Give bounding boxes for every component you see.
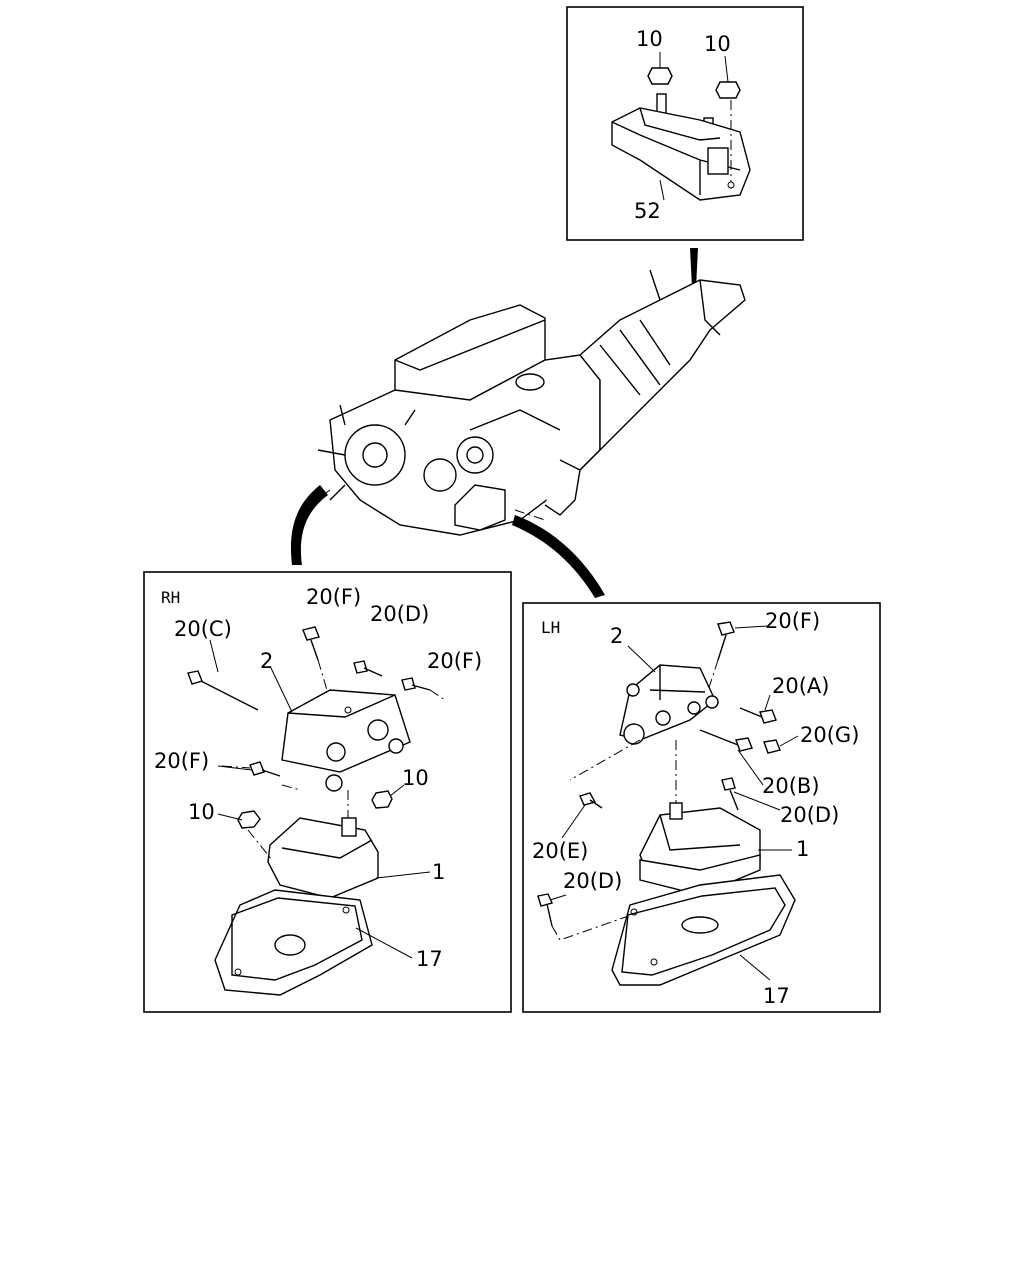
lh-callout-bolt-f: 20(F) bbox=[765, 609, 820, 633]
lh-panel-title: LH bbox=[541, 618, 560, 637]
rh-callout-bolt-c: 20(C) bbox=[174, 617, 232, 641]
lh-parts-drawing bbox=[537, 621, 799, 986]
rear-mount-pointer bbox=[690, 248, 698, 288]
rh-callout-insulator: 1 bbox=[432, 860, 445, 884]
rh-callout-plate: 17 bbox=[416, 947, 443, 971]
rh-callout-bolt-f-top: 20(F) bbox=[306, 585, 361, 609]
lh-callout-plate: 17 bbox=[763, 984, 790, 1008]
rear-mount-drawing bbox=[611, 67, 751, 201]
lh-callout-bracket: 2 bbox=[610, 624, 623, 648]
lh-callout-bolt-a: 20(A) bbox=[772, 674, 829, 698]
lh-callout-bolt-g: 20(G) bbox=[800, 723, 859, 747]
lh-callout-insulator: 1 bbox=[796, 837, 809, 861]
engine-transmission-drawing bbox=[309, 269, 746, 536]
rh-pointer bbox=[290, 485, 328, 565]
rh-panel-title: RH bbox=[161, 588, 180, 607]
rear-mount-panel: 10 10 52 bbox=[566, 6, 804, 241]
rh-parts-drawing bbox=[187, 626, 446, 996]
rh-callout-bolt-d: 20(D) bbox=[370, 602, 429, 626]
rh-callout-bolt-f-right: 20(F) bbox=[427, 649, 482, 673]
lh-callout-bolt-e: 20(E) bbox=[532, 839, 588, 863]
rh-callout-bracket: 2 bbox=[260, 649, 273, 673]
rh-callout-nut-left: 10 bbox=[188, 800, 215, 824]
callout-nut-right: 10 bbox=[704, 32, 731, 56]
lh-panel: LH bbox=[522, 602, 881, 1013]
lh-pointer bbox=[512, 515, 605, 598]
rh-panel: RH bbox=[143, 571, 512, 1013]
lh-callout-bolt-b: 20(B) bbox=[762, 774, 820, 798]
callout-nut-left: 10 bbox=[636, 27, 663, 51]
callout-mount: 52 bbox=[634, 199, 661, 223]
rh-callout-bolt-f-left: 20(F) bbox=[154, 749, 209, 773]
lh-callout-bolt-d-upper: 20(D) bbox=[780, 803, 839, 827]
lh-callout-bolt-d-lower: 20(D) bbox=[563, 869, 622, 893]
rh-callout-nut-right: 10 bbox=[402, 766, 429, 790]
